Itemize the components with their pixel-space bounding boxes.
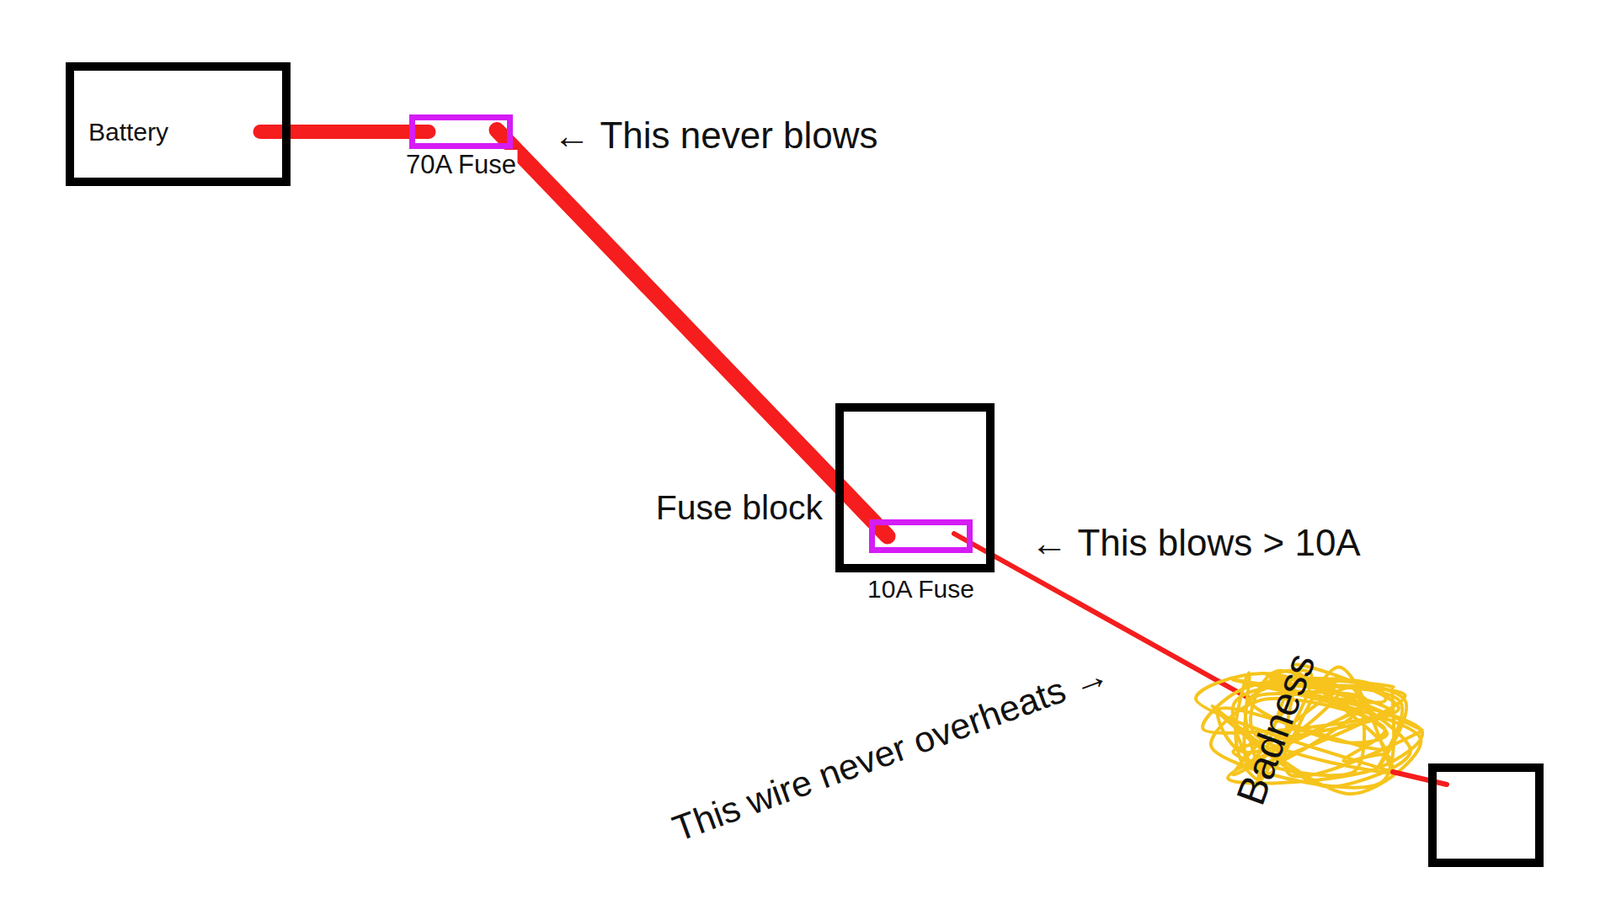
load-wire-end — [1392, 772, 1447, 785]
node-label: Battery — [88, 117, 169, 148]
power-wire — [496, 130, 888, 538]
node-label: Fuse block — [654, 488, 825, 528]
fuse-10a: 10A Fuse — [869, 519, 973, 554]
callout-note: ← This blows > 10A — [1028, 522, 1364, 566]
node-label: 70A Fuse — [404, 149, 518, 181]
callout-note: This wire never overheats → — [665, 652, 1118, 852]
fault-label: Badness — [1226, 645, 1326, 814]
node-label: 10A Fuse — [865, 575, 976, 605]
load-box — [1432, 768, 1540, 864]
callout-note: ← This never blows — [550, 114, 881, 158]
fuse-70a: 70A Fuse — [409, 114, 513, 150]
battery-box: Battery — [65, 62, 291, 187]
fuse-block: Fuse block10A Fuse — [835, 403, 995, 573]
